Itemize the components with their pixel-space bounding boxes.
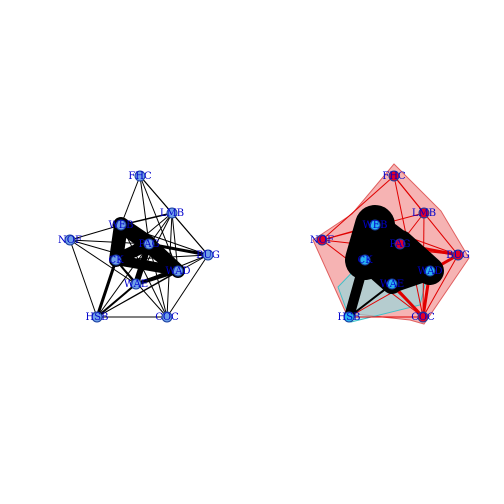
edge: [120, 175, 141, 226]
node-lmb: [166, 207, 178, 219]
node-bug: [452, 249, 464, 261]
edge: [95, 259, 118, 318]
edge: [69, 224, 122, 241]
node-label-fhc: FHC: [128, 171, 152, 182]
node-label-lmb: LMB: [160, 208, 184, 219]
left-labels: FHC LMB NOF WEB PAG CK BUG WAD WAE HSB C…: [58, 171, 220, 323]
node-label-lmb: LMB: [412, 208, 436, 219]
node-nof: [316, 234, 328, 246]
node-bug: [202, 249, 214, 261]
edge: [148, 242, 209, 257]
node-ck: [359, 254, 371, 266]
node-pag: [394, 238, 406, 250]
right-labels: FHC LMB NOF WEB PAG CK BUG WAD WAE HSB C…: [310, 171, 470, 323]
left-nodes: [64, 170, 214, 323]
node-label-coc: COC: [155, 312, 179, 323]
node-label-hsb: HSB: [338, 312, 361, 323]
node-coc: [417, 311, 429, 323]
node-fhc: [388, 170, 400, 182]
node-label-bug: BUG: [196, 250, 220, 261]
right-nodes: [316, 170, 464, 323]
node-lmb: [418, 207, 430, 219]
left-network-panel: FHC LMB NOF WEB PAG CK BUG WAD WAE HSB C…: [58, 170, 220, 323]
edge: [393, 175, 425, 214]
node-wae: [130, 278, 142, 290]
node-nof: [64, 234, 76, 246]
node-label-web: WEB: [363, 220, 388, 231]
node-label-nof: NOF: [310, 235, 334, 246]
node-label-coc: COC: [411, 312, 435, 323]
node-label-wae: WAE: [124, 279, 148, 290]
node-wae: [386, 278, 398, 290]
edge: [133, 241, 152, 287]
edge: [96, 283, 137, 318]
node-label-pag: PAG: [389, 239, 410, 250]
node-hsb: [343, 311, 355, 323]
node-label-nof: NOF: [58, 235, 82, 246]
edge: [422, 254, 459, 318]
edge: [120, 224, 168, 318]
node-label-wad: WAD: [165, 266, 190, 277]
node-label-wad: WAD: [417, 266, 442, 277]
node-web: [369, 219, 381, 231]
node-hsb: [91, 311, 103, 323]
edge: [166, 254, 209, 318]
edge: [383, 262, 439, 293]
node-ck: [110, 254, 122, 266]
node-wad: [424, 265, 436, 277]
node-label-ck: CK: [108, 255, 124, 266]
edge: [69, 239, 98, 318]
edge: [171, 212, 209, 256]
node-fhc: [134, 170, 146, 182]
node-wad: [172, 265, 184, 277]
node-label-web: WEB: [109, 220, 134, 231]
node-label-wae: WAE: [380, 279, 404, 290]
right-network-panel: FHC LMB NOF WEB PAG CK BUG WAD WAE HSB C…: [310, 163, 470, 325]
edge: [142, 237, 185, 278]
node-label-hsb: HSB: [86, 312, 109, 323]
node-label-ck: CK: [357, 255, 373, 266]
node-label-fhc: FHC: [382, 171, 406, 182]
edge: [139, 175, 150, 245]
node-label-pag: PAG: [138, 239, 159, 250]
node-coc: [161, 311, 173, 323]
edge: [96, 270, 179, 318]
node-pag: [143, 238, 155, 250]
node-label-bug: BUG: [446, 250, 470, 261]
node-web: [115, 219, 127, 231]
edge: [348, 283, 393, 318]
edge: [321, 175, 395, 241]
edge: [344, 255, 370, 322]
edge: [69, 239, 137, 285]
